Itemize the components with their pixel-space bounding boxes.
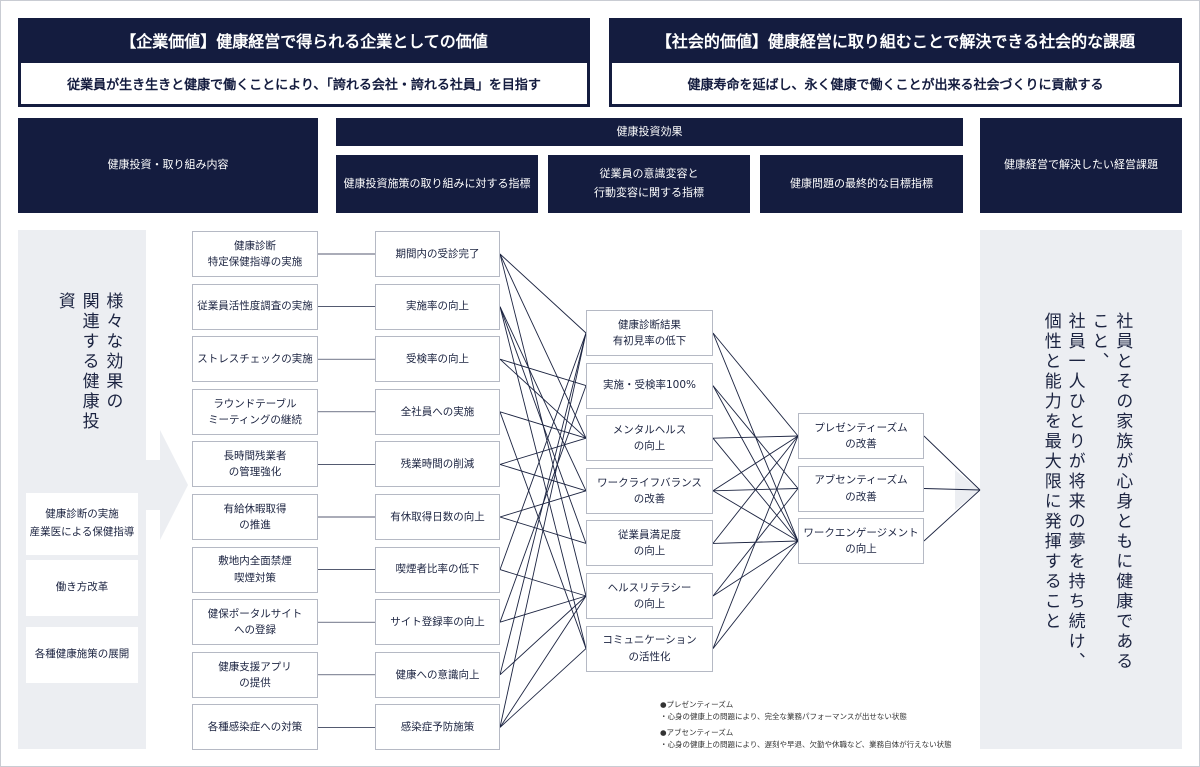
initiative-node: 健康支援アプリ の提供	[192, 651, 318, 698]
indicator-node: 健康への意識向上	[375, 651, 500, 698]
initiative-node: ラウンドテーブル ミーティングの継続	[192, 388, 318, 435]
social-value-panel: 【社会的価値】健康経営に取り組むことで解決できる社会的な課題 健康寿命を延ばし、…	[609, 18, 1182, 107]
corporate-value-subtitle: 従業員が生き生きと健康で働くことにより、「誇れる会社・誇れる社員」を目指す	[21, 63, 587, 104]
arrow-right-icon	[146, 430, 188, 540]
initiative-node: 従業員活性度調査の実施	[192, 283, 318, 330]
note-absenteeism-title: ●アブセンティーズム	[660, 728, 734, 737]
behavior-node: コミュニケーション の活性化	[586, 625, 713, 672]
initiative-node: 長時間残業者 の管理強化	[192, 441, 318, 488]
social-value-title: 【社会的価値】健康経営に取り組むことで解決できる社会的な課題	[655, 32, 1136, 51]
header-investment: 健康投資・取り組み内容	[18, 118, 318, 213]
goal-node: ワークエンゲージメント の向上	[798, 518, 924, 564]
initiative-node: 健保ポータルサイト への登録	[192, 599, 318, 646]
corporate-value-panel: 【企業価値】健康経営で得られる企業としての価値 従業員が生き生きと健康で働くこと…	[18, 18, 590, 107]
header-effect-behavior-index: 従業員の意識変容と 行動変容に関する指標	[548, 155, 750, 213]
arrow-right-icon	[955, 470, 980, 510]
initiative-node: ストレスチェックの実施	[192, 336, 318, 383]
indicator-node: サイト登録率の向上	[375, 599, 500, 646]
behavior-node: メンタルヘルス の向上	[586, 415, 713, 462]
goal-node: アブセンティーズム の改善	[798, 465, 924, 512]
behavior-node: ヘルスリテラシー の向上	[586, 573, 713, 619]
corporate-value-title: 【企業価値】健康経営で得られる企業としての価値	[120, 32, 488, 51]
initiative-node: 有給休暇取得 の推進	[192, 494, 318, 540]
left-investment-item: 健康診断の実施 産業医による保健指導	[26, 493, 138, 555]
indicator-node: 受検率の向上	[375, 336, 500, 383]
indicator-node: 期間内の受診完了	[375, 231, 500, 277]
indicator-node: 残業時間の削減	[375, 441, 500, 488]
goal-node: プレゼンティーズム の改善	[798, 413, 924, 459]
behavior-node: 実施・受検率100%	[586, 362, 713, 409]
initiative-node: 健康診断 特定保健指導の実施	[192, 231, 318, 277]
indicator-node: 有休取得日数の向上	[375, 494, 500, 540]
behavior-node: 従業員満足度 の向上	[586, 520, 713, 567]
header-management-issue: 健康経営で解決したい経営課題	[980, 118, 1182, 213]
header-effect-initiative-index: 健康投資施策の取り組みに対する指標	[336, 155, 538, 213]
initiative-node: 各種感染症への対策	[192, 704, 318, 751]
header-effect: 健康投資効果	[336, 118, 963, 146]
left-investment-item: 各種健康施策の展開	[26, 627, 138, 683]
indicator-node: 全社員への実施	[375, 388, 500, 435]
issue-statement: 社員とその家族が心身ともに健康であること、 社員一人ひとりが将来の夢を持ち続け、…	[1040, 312, 1133, 672]
note-presenteeism-title: ●プレゼンティーズム	[660, 700, 734, 709]
indicator-node: 感染症予防施策	[375, 704, 500, 751]
initiative-node: 敷地内全面禁煙 喫煙対策	[192, 546, 318, 593]
left-vertical-title: 様々な効果の 関連する健康投資	[54, 292, 123, 432]
behavior-node: ワークライフバランス の改善	[586, 467, 713, 514]
behavior-node: 健康診断結果 有初見率の低下	[586, 310, 713, 356]
indicator-node: 実施率の向上	[375, 283, 500, 330]
header-effect-goal-index: 健康問題の最終的な目標指標	[760, 155, 963, 213]
left-investment-item: 働き方改革	[26, 560, 138, 616]
social-value-subtitle: 健康寿命を延ばし、永く健康で働くことが出来る社会づくりに貢献する	[612, 63, 1179, 104]
note-presenteeism-body: ・心身の健康上の問題により、完全な業務パフォーマンスが出せない状態	[660, 712, 907, 721]
note-absenteeism-body: ・心身の健康上の問題により、遅刻や早退、欠勤や休職など、業務自体が行えない状態	[660, 740, 952, 749]
indicator-node: 喫煙者比率の低下	[375, 546, 500, 593]
right-issue-column	[980, 230, 1182, 749]
